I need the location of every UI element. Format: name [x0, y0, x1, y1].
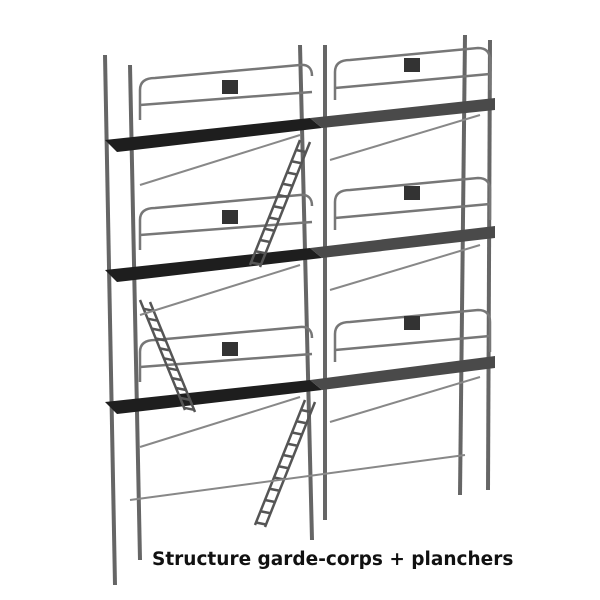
- ladder-rung: [296, 420, 307, 425]
- mid-rail: [139, 220, 313, 237]
- brace: [139, 396, 301, 448]
- rail-clamp: [404, 58, 420, 72]
- ladder-rung: [282, 453, 294, 459]
- ladder-rung: [286, 171, 298, 176]
- ladder-rung: [250, 261, 262, 266]
- scaffold-posts: [103, 34, 492, 586]
- brace: [329, 376, 481, 423]
- brace: [329, 114, 481, 161]
- scaffold-decks: [105, 58, 495, 414]
- mid-rail: [334, 202, 491, 220]
- post: [103, 54, 117, 586]
- deck-right: [310, 226, 495, 258]
- rail-clamp: [222, 80, 238, 94]
- ladder-rung: [277, 193, 289, 199]
- ladder-rung: [300, 408, 312, 414]
- guard-rails: [138, 46, 492, 382]
- guard-rail-left: [138, 325, 314, 382]
- diagonal-braces: [129, 114, 481, 501]
- ladder-rung: [163, 357, 175, 362]
- mid-rail: [139, 352, 313, 369]
- ladders: [138, 139, 317, 528]
- ladder-rung: [259, 238, 271, 244]
- deck-left: [105, 118, 322, 152]
- deck-left: [105, 248, 322, 282]
- ladder-rung: [171, 376, 183, 382]
- ladder-rung: [260, 510, 271, 515]
- brace: [329, 244, 481, 291]
- guard-rail-left: [138, 193, 314, 250]
- ladder-rung: [287, 442, 298, 447]
- ladder-rung: [278, 465, 289, 470]
- ladder-rung: [269, 487, 280, 492]
- brace: [139, 264, 301, 316]
- caption: Structure garde-corps + planchers: [152, 549, 514, 570]
- ladder-rung: [155, 337, 166, 342]
- ladder-rail: [138, 299, 187, 411]
- ladder-rung: [255, 521, 267, 526]
- ladder-rung: [273, 205, 284, 210]
- mid-rail: [334, 72, 491, 90]
- rail-clamp: [222, 210, 238, 224]
- ladder-rung: [167, 366, 179, 372]
- rail-clamp: [222, 342, 238, 356]
- guard-rail-right: [333, 176, 492, 230]
- ladder-rail: [263, 401, 317, 528]
- deck-right: [310, 356, 495, 390]
- post: [486, 39, 492, 491]
- ladder-rung: [264, 227, 275, 232]
- ladder-rung: [291, 431, 303, 436]
- rail-clamp: [404, 186, 420, 200]
- guard-rail-left: [138, 63, 314, 120]
- ladder-rung: [255, 250, 266, 255]
- ladder-rung: [175, 386, 187, 392]
- guard-rail-right: [333, 46, 492, 100]
- ladder-rung: [264, 498, 276, 504]
- ladder-rung: [151, 327, 162, 332]
- ladder-rung: [282, 182, 293, 187]
- ladder-rung: [295, 148, 307, 154]
- mid-rail: [139, 90, 313, 107]
- ladder-rung: [268, 216, 280, 221]
- ladder-rung: [291, 160, 302, 165]
- mid-rail: [334, 334, 491, 352]
- ladder-rail: [248, 139, 302, 266]
- deck-right: [310, 98, 495, 128]
- ladder-rail: [253, 399, 307, 526]
- ladder-rail: [258, 141, 312, 268]
- ladder-rung: [147, 317, 158, 322]
- ladder-rung: [179, 396, 191, 402]
- deck-left: [105, 380, 322, 414]
- ladder-rung: [159, 347, 171, 352]
- ladder-rung: [183, 406, 195, 412]
- rail-clamp: [404, 316, 420, 330]
- base-ledger: [129, 454, 466, 501]
- brace: [139, 134, 301, 186]
